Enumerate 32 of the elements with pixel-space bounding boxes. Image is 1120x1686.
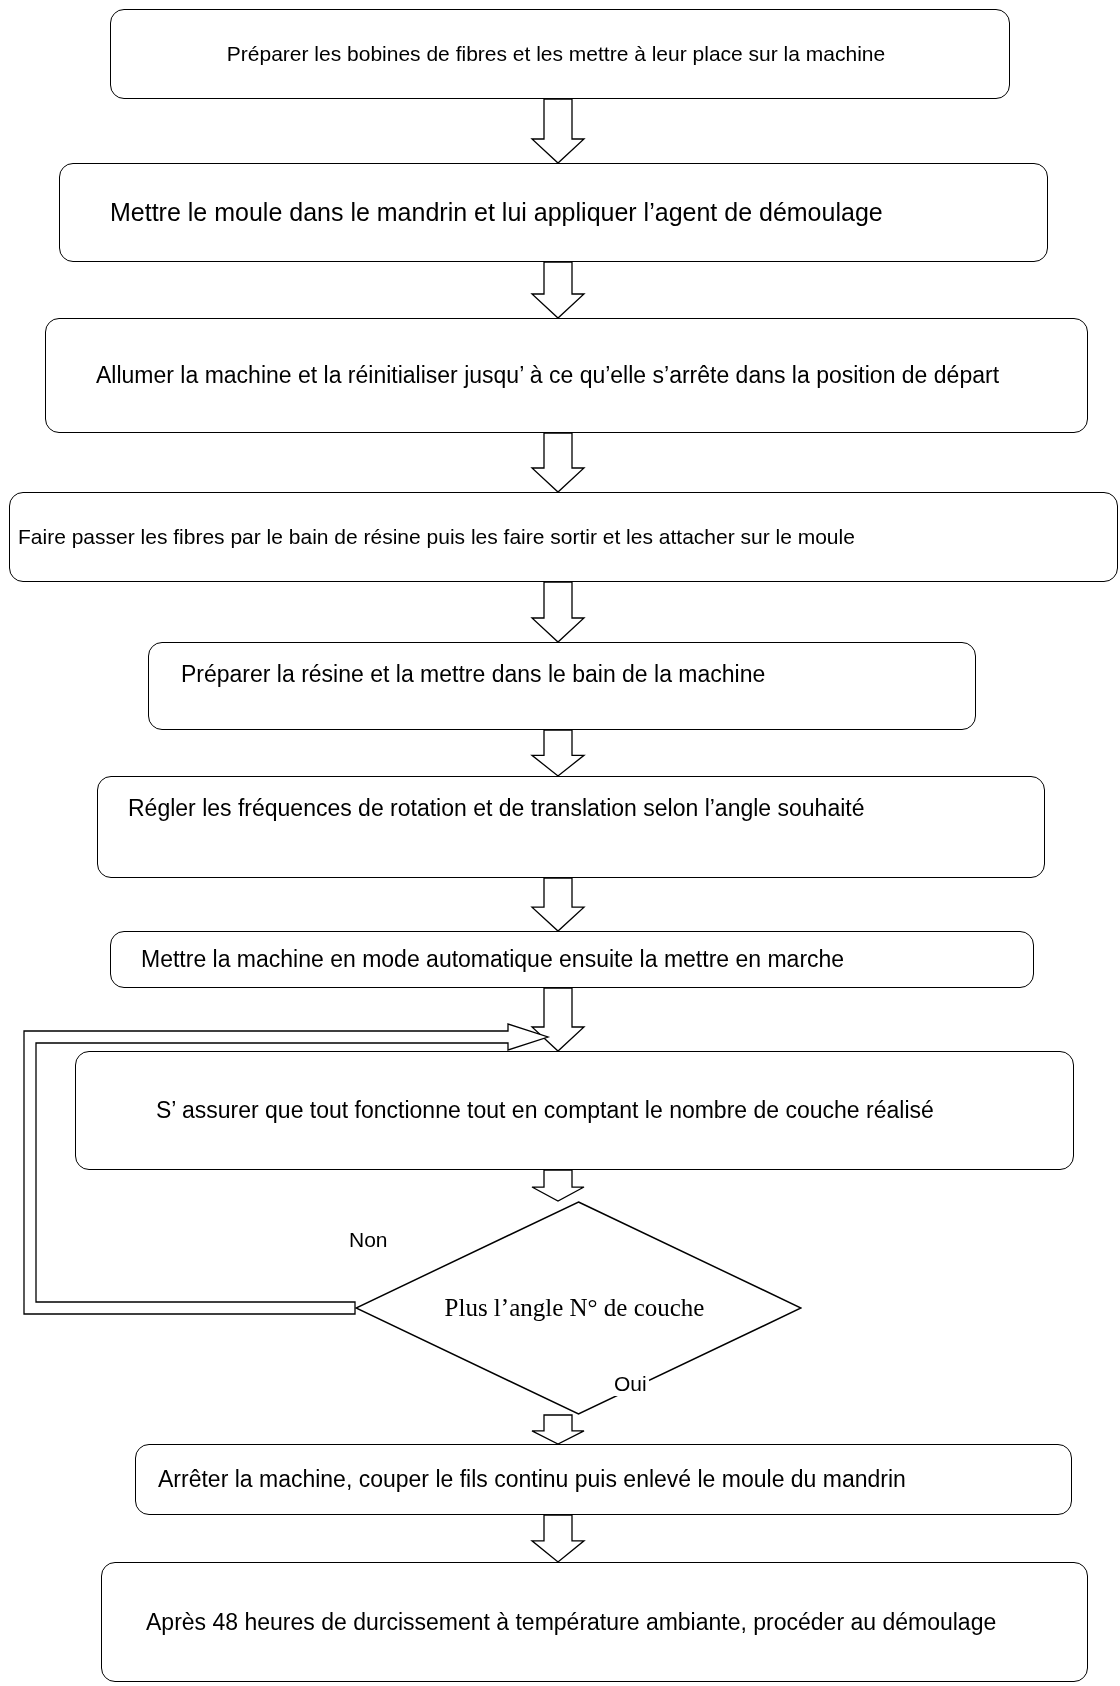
process-box — [101, 1562, 1088, 1682]
decision-text: Plus l’angle N° de couche — [444, 1292, 705, 1323]
hollow-arrow — [531, 1169, 585, 1202]
step-text: Allumer la machine et la réinitialiser jusqu’ à ce qu’elle s’arrête dans la position de départ — [96, 360, 1001, 390]
step-text: Préparer la résine et la mettre dans le bain de la machine — [181, 660, 767, 689]
process-box — [45, 318, 1088, 433]
process-box — [110, 9, 1010, 99]
hollow-arrow — [530, 877, 586, 932]
step-text: Après 48 heures de durcissement à température ambiante, procéder au démoulage — [146, 1607, 998, 1637]
hollow-arrow — [530, 987, 586, 1052]
hollow-arrow — [530, 432, 586, 493]
step-text: Faire passer les fibres par le bain de résine puis les faire sortir et les attacher sur le moule — [18, 523, 856, 550]
step-text: Mettre le moule dans le mandrin et lui appliquer l’agent de démoulage — [110, 197, 884, 229]
step-text: Régler les fréquences de rotation et de translation selon l’angle souhaité — [128, 794, 866, 823]
step-text: Mettre la machine en mode automatique ensuite la mettre en marche — [141, 944, 846, 974]
process-box — [59, 163, 1048, 262]
hollow-arrow — [530, 1514, 586, 1563]
process-box — [97, 776, 1045, 878]
step-text: S’ assurer que tout fonctionne tout en comptant le nombre de couche réalisé — [156, 1095, 935, 1125]
process-box — [110, 931, 1034, 988]
step-text: Arrêter la machine, couper le fils continu puis enlevé le moule du mandrin — [158, 1464, 907, 1494]
hollow-arrow — [530, 98, 586, 164]
hollow-arrow — [530, 581, 586, 643]
step-text: Préparer les bobines de fibres et les mettre à leur place sur la machine — [225, 40, 887, 67]
hollow-arrow — [530, 729, 586, 777]
process-box — [135, 1444, 1072, 1515]
hollow-arrow — [23, 1023, 551, 1315]
process-box — [148, 642, 976, 730]
hollow-arrow — [531, 1414, 585, 1445]
process-box — [9, 492, 1118, 582]
process-box — [75, 1051, 1074, 1170]
hollow-arrow — [530, 261, 586, 319]
